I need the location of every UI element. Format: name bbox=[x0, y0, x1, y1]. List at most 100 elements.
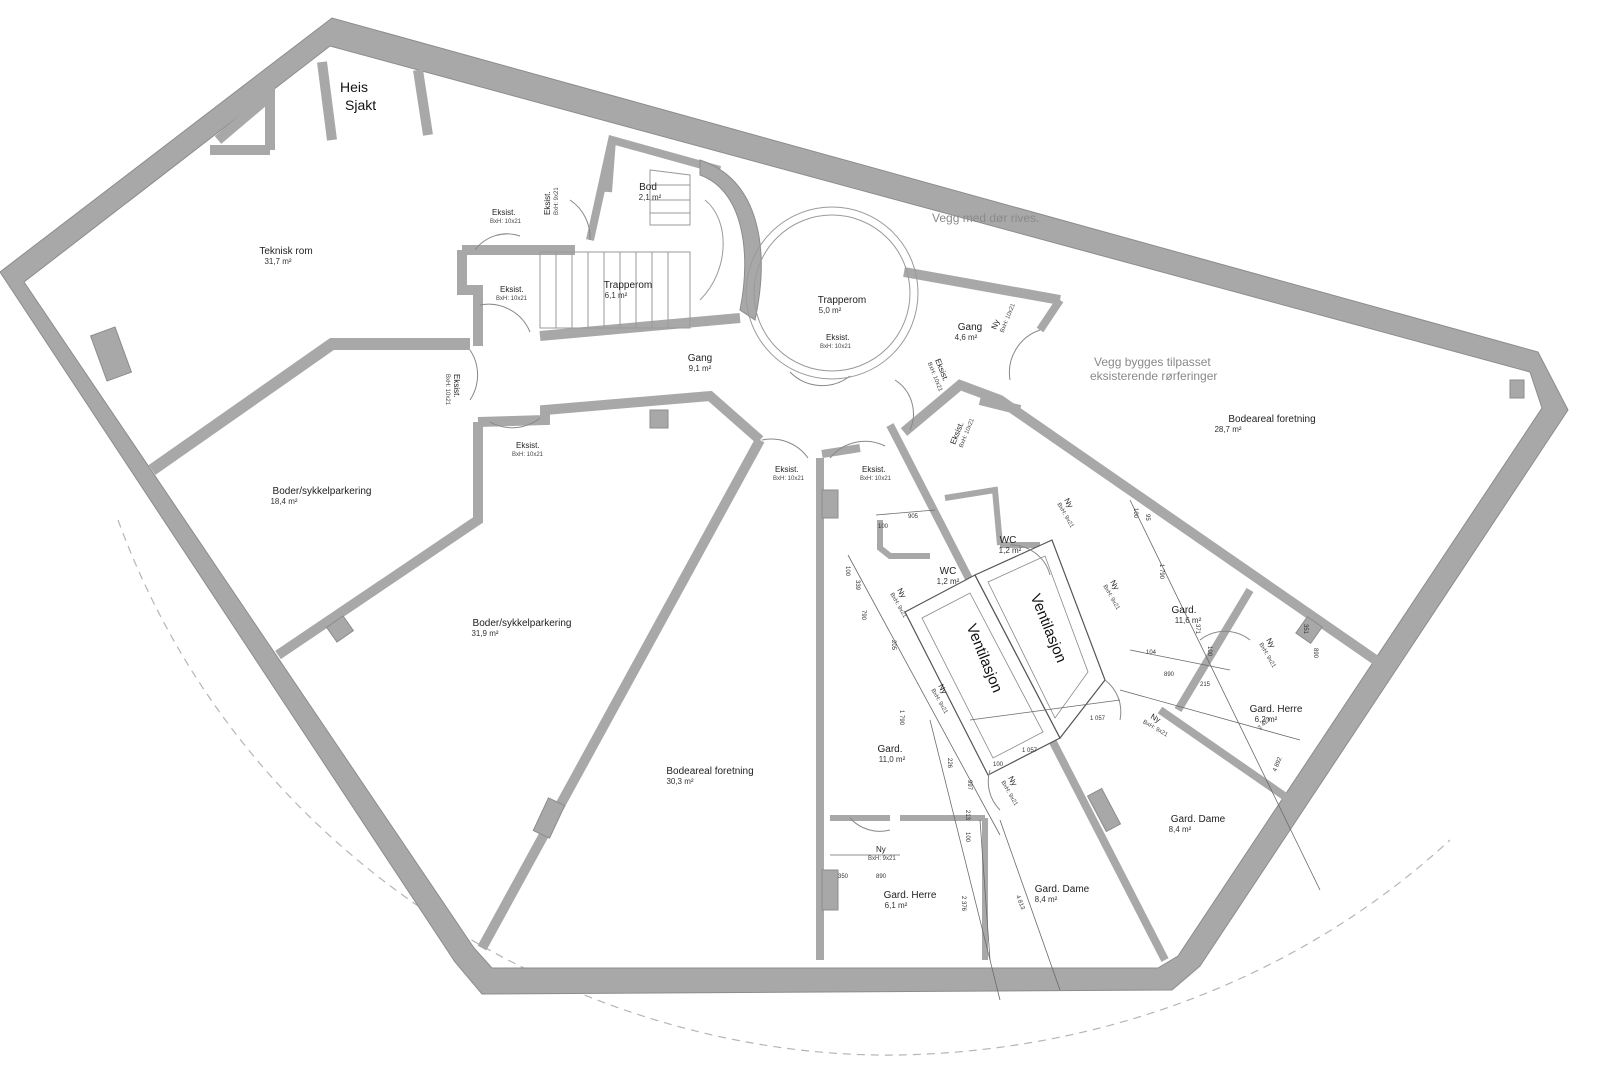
door-size-6: BxH: 10x21 bbox=[820, 344, 852, 350]
door-label-17: Ny bbox=[1149, 712, 1162, 725]
room-gardherre2-area: 6,1 m² bbox=[885, 901, 908, 910]
dim-label-8: 226 bbox=[946, 758, 952, 769]
room-teknisk-name: Teknisk rom bbox=[259, 246, 312, 257]
room-garddame2-name: Gard. Dame bbox=[1035, 884, 1090, 895]
door-size-1: BxH: 9x21 bbox=[554, 187, 560, 215]
dim-label-23: 100 bbox=[1206, 646, 1212, 657]
note-wall-removed: Vegg med dør rives. bbox=[932, 211, 1039, 225]
room-boder2-area: 31,9 m² bbox=[471, 629, 498, 638]
door-label-15: Ny bbox=[936, 683, 949, 696]
door-label-6: Eksist. bbox=[826, 333, 850, 342]
door-label-14: Ny bbox=[1108, 579, 1121, 592]
door-label-2: Eksist. bbox=[492, 208, 516, 217]
dim-label-6: 205 bbox=[890, 640, 896, 651]
door-swings bbox=[469, 199, 1251, 832]
door-label-4: Eksist. bbox=[452, 374, 461, 398]
room-heis-area: Sjakt bbox=[345, 97, 376, 113]
room-gard2-area: 11,0 m² bbox=[879, 755, 906, 764]
door-size-4: BxH: 10x21 bbox=[444, 374, 450, 406]
room-trapperom1-area: 6,1 m² bbox=[605, 291, 628, 300]
door-label-13: Ny bbox=[895, 587, 908, 600]
room-bodeareal2-name: Bodeareal foretning bbox=[666, 766, 753, 777]
note-wall-built-1: Vegg bygges tilpasset bbox=[1094, 355, 1211, 369]
interior-walls bbox=[89, 61, 1525, 962]
door-label-11: Ny bbox=[990, 318, 1002, 330]
setback-arc bbox=[117, 519, 1451, 1056]
dim-label-1: 905 bbox=[908, 514, 919, 520]
room-gard1-area: 11,6 m² bbox=[1175, 616, 1202, 625]
dim-label-4: 339 bbox=[854, 580, 860, 591]
dimension-labels: 905 100 100 339 790 205 1 790 226 997 10… bbox=[838, 508, 1318, 912]
room-garddame2-area: 8,4 m² bbox=[1035, 895, 1058, 904]
dim-label-29: 100 bbox=[1132, 508, 1138, 519]
dim-label-22: 215 bbox=[1200, 682, 1211, 688]
room-teknisk-area: 31,7 m² bbox=[264, 257, 291, 266]
dimension-lines bbox=[830, 499, 1321, 1001]
door-label-3: Eksist. bbox=[500, 285, 524, 294]
room-gang2-area: 4,6 m² bbox=[955, 333, 978, 342]
room-wc1-name: WC bbox=[940, 566, 957, 577]
door-label-12: Ny bbox=[1062, 497, 1075, 510]
door-label-16: Ny bbox=[1264, 637, 1277, 650]
door-size-11: BxH: 10x21 bbox=[1000, 302, 1017, 334]
room-gard2-name: Gard. bbox=[877, 744, 902, 755]
room-bod-area: 2,1 m² bbox=[639, 193, 662, 202]
note-wall-built-2: eksisterende rørferinger bbox=[1090, 369, 1217, 383]
door-label-8: Eksist. bbox=[862, 465, 886, 474]
door-label-19: Ny bbox=[876, 845, 886, 854]
room-garddame1-name: Gard. Dame bbox=[1171, 814, 1226, 825]
room-trapperom2-name: Trapperom bbox=[818, 295, 867, 306]
room-gardherre1-area: 6,2 m² bbox=[1255, 715, 1278, 724]
dim-label-19: 1 790 bbox=[1158, 564, 1164, 580]
notes: Vegg med dør rives. Vegg bygges tilpasse… bbox=[932, 211, 1217, 383]
room-wc2-area: 1,2 m² bbox=[999, 546, 1022, 555]
room-garddame1-area: 8,4 m² bbox=[1169, 825, 1192, 834]
dim-label-12: 100 bbox=[964, 832, 970, 843]
ventilation-shafts bbox=[904, 539, 1106, 776]
dim-label-5: 790 bbox=[860, 610, 866, 621]
stairs bbox=[539, 169, 724, 329]
room-trapperom2-area: 5,0 m² bbox=[819, 306, 842, 315]
room-trapperom1-name: Trapperom bbox=[604, 280, 653, 291]
dim-label-11: 213 bbox=[964, 810, 970, 821]
room-labels: Heis Sjakt Bod 2,1 m² Teknisk rom 31,7 m… bbox=[259, 79, 1315, 910]
room-bodeareal2-area: 30,3 m² bbox=[666, 777, 693, 786]
room-wc1-area: 1,2 m² bbox=[937, 577, 960, 586]
room-bodeareal1-area: 28,7 m² bbox=[1214, 425, 1241, 434]
room-gang1-name: Gang bbox=[688, 353, 712, 364]
dim-label-15: 2 376 bbox=[960, 896, 966, 912]
room-heis-name: Heis bbox=[340, 79, 368, 95]
room-gardherre2-name: Gard. Herre bbox=[884, 890, 937, 901]
door-size-8: BxH: 10x21 bbox=[860, 476, 892, 482]
dim-label-16: 4 813 bbox=[1014, 895, 1025, 912]
room-boder1-area: 18,4 m² bbox=[270, 497, 297, 506]
dim-label-20: 104 bbox=[1146, 650, 1157, 656]
door-size-3: BxH: 10x21 bbox=[496, 296, 528, 302]
dim-label-30: 95 bbox=[1144, 514, 1150, 521]
outer-wall bbox=[0, 17, 1569, 995]
door-size-5: BxH: 10x21 bbox=[512, 452, 544, 458]
room-boder1-name: Boder/sykkelparkering bbox=[273, 486, 372, 497]
room-gang2-name: Gang bbox=[958, 322, 982, 333]
dim-label-13: 350 bbox=[838, 874, 849, 880]
dim-label-18: 1 057 bbox=[1090, 716, 1106, 722]
room-bod-name: Bod bbox=[639, 182, 657, 193]
door-label-7: Eksist. bbox=[775, 465, 799, 474]
door-labels: Eksist. BxH: 9x21 Eksist. BxH: 10x21 Eks… bbox=[444, 187, 1277, 862]
room-gang1-area: 9,1 m² bbox=[689, 364, 712, 373]
door-size-7: BxH: 10x21 bbox=[773, 476, 805, 482]
door-label-1: Eksist. bbox=[543, 191, 552, 215]
door-size-19: BxH: 9x21 bbox=[868, 856, 896, 862]
room-boder2-name: Boder/sykkelparkering bbox=[473, 618, 572, 629]
door-label-18: Ny bbox=[1006, 775, 1019, 788]
dim-label-24: 371 bbox=[1194, 624, 1200, 635]
dim-label-27: 890 bbox=[1312, 648, 1318, 659]
dim-label-28: 351 bbox=[1302, 624, 1308, 635]
dim-label-10: 100 bbox=[993, 762, 1004, 768]
dim-label-21: 890 bbox=[1164, 672, 1175, 678]
room-bodeareal1-name: Bodeareal foretning bbox=[1228, 414, 1315, 425]
dim-label-17: 1 057 bbox=[1022, 748, 1038, 754]
dim-label-26: 4 892 bbox=[1272, 756, 1283, 773]
door-size-2: BxH: 10x21 bbox=[490, 219, 522, 225]
